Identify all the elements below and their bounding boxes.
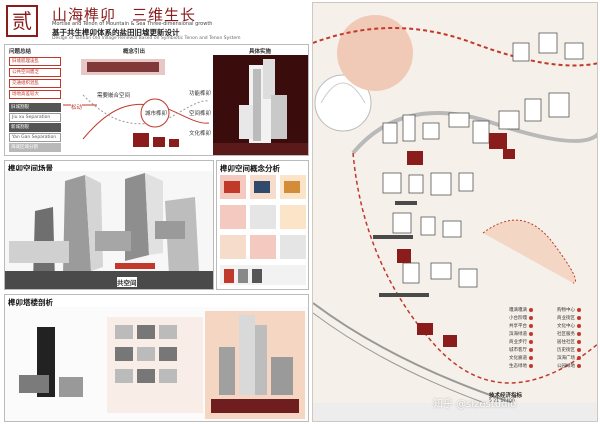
legend-label: 文化中心 [557, 324, 575, 329]
legend-left-4: 滨海绿道 [509, 331, 533, 337]
legend-label: 购物中心 [557, 308, 575, 313]
left-column: 贰 山海榫卯三维生长 Mortise and Tenon of Mountain… [4, 2, 309, 422]
site-plan-map [313, 3, 597, 421]
legend-label: 小台阶嘎 [509, 316, 527, 321]
legend-dot [529, 339, 533, 344]
legend-left-2: 小台阶嘎 [509, 315, 533, 321]
legend-label: 文化廊道 [509, 356, 527, 361]
separation-box: 旧城割裂 [9, 103, 61, 112]
separation-box: 新城割裂 [9, 123, 61, 132]
legend-label: 商业步行 [509, 340, 527, 345]
problem-box: 旧墟肌理凌乱 [9, 57, 61, 66]
legend-label: 城市客厅 [509, 348, 527, 353]
node-city-tenon: 城市榫卯 [145, 109, 168, 117]
subtitle-en: Mortise and Tenon of Mountain & Sea Thre… [52, 21, 213, 27]
legend-label: 商业街区 [557, 316, 575, 321]
legend-left-5: 商业步行 [509, 339, 533, 345]
legend-right-6: 历史街区 [557, 347, 581, 353]
col-header-concept: 概念引出 [123, 49, 146, 55]
master-plan: 嘎滴嘎滴 小台阶嘎 共享平台 滨海绿道 商业步行 城市客厅 文化廊道 生态绿地 … [312, 2, 598, 422]
concept-section: 问题总结 概念引出 具体实施 旧墟肌理凌乱 公共空间匮乏 交通组织混乱 场地高差… [4, 44, 309, 156]
title-main: 山海榫卯 [52, 6, 117, 24]
tower-section: 榫卯塔楼剖析 [4, 294, 309, 422]
legend-dot [529, 307, 533, 312]
scene-illustration [5, 171, 213, 289]
concept-diagram [63, 59, 210, 147]
node-loosen: 松动 [71, 103, 83, 111]
legend-dot [529, 355, 533, 360]
legend-dot [529, 331, 533, 336]
legend-right-3: 文化中心 [557, 323, 581, 329]
legend-label: 公园绿地 [557, 364, 575, 369]
legend-dot [577, 307, 581, 312]
legend-label: 居住社区 [557, 340, 575, 345]
issue-box: 海城区域分割 [9, 143, 61, 152]
legend-label: 滨海绿道 [509, 332, 527, 337]
legend-left-6: 城市客厅 [509, 347, 533, 353]
legend-label: 嘎滴嘎滴 [509, 308, 527, 313]
legend-left-7: 文化廊道 [509, 355, 533, 361]
legend-dot [577, 339, 581, 344]
node-culture-tenon: 文化榫卯 [189, 129, 212, 137]
legend-label: 生态绿地 [509, 364, 527, 369]
legend-right-2: 商业街区 [557, 315, 581, 321]
tower-diagrams [5, 307, 308, 421]
legend-dot [577, 315, 581, 320]
analysis-diagrams [220, 175, 306, 285]
subtitle-en2: Design of Yantian Old Village Renewal Ba… [52, 36, 241, 41]
legend-label: 历史街区 [557, 348, 575, 353]
col-header-problems: 问题总结 [9, 49, 32, 55]
legend-left-3: 共享平台 [509, 323, 533, 329]
legend-dot [577, 323, 581, 328]
tech-title: 技术经济指标 [489, 393, 523, 399]
legend-right-7: 滨海广场 [557, 355, 581, 361]
scene-caption: 共空间 [117, 277, 137, 287]
col-header-implementation: 具体实施 [249, 49, 272, 55]
problem-box: 公共空间匮乏 [9, 68, 61, 77]
subtitle-cn: 基于共生榫卯体系的盐田旧墟更新设计 [52, 28, 180, 37]
separation-en: Jiu xu Separation [9, 113, 61, 122]
node-space-tenon: 空间榫卯 [189, 109, 212, 117]
legend-dot [529, 347, 533, 352]
legend-right-4: 社区服务 [557, 331, 581, 337]
analysis-section: 榫卯空间概念分析 [216, 160, 309, 290]
implementation-panel [213, 55, 308, 155]
legend-dot [529, 323, 533, 328]
legend-left-1: 嘎滴嘎滴 [509, 307, 533, 313]
analysis-heading: 榫卯空间概念分析 [220, 164, 280, 173]
separation-en: Yan Gan Separation [9, 133, 61, 142]
legend-label: 共享平台 [509, 324, 527, 329]
legend-dot [577, 347, 581, 352]
legend-right-8: 公园绿地 [557, 363, 581, 369]
legend-dot [577, 331, 581, 336]
legend-dot [529, 363, 533, 368]
tower-illustration [213, 59, 308, 155]
title-main2: 三维生长 [132, 6, 197, 24]
watermark: 知乎 @sizestudio [433, 399, 517, 410]
tower-heading: 榫卯塔楼剖析 [8, 298, 53, 307]
title-block: 贰 山海榫卯三维生长 Mortise and Tenon of Mountain… [4, 2, 309, 42]
scene-section: 榫卯空间场景 共空间 [4, 160, 214, 290]
legend-dot [529, 315, 533, 320]
legend-label: 社区服务 [557, 332, 575, 337]
legend-dot [577, 363, 581, 368]
legend-left-8: 生态绿地 [509, 363, 533, 369]
legend-label: 滨海广场 [557, 356, 575, 361]
legend-dot [577, 355, 581, 360]
problem-box: 场地高差较大 [9, 90, 61, 99]
problem-box: 交通组织混乱 [9, 79, 61, 88]
page-title: 山海榫卯三维生长 [52, 4, 196, 25]
tech-values: 5.21 12400 [489, 399, 515, 404]
title-glyph: 贰 [6, 5, 38, 37]
node-need-space: 需要嵌合空间 [97, 91, 131, 99]
legend-right-1: 购物中心 [557, 307, 581, 313]
legend-right-5: 居住社区 [557, 339, 581, 345]
node-function-tenon: 功能榫卯 [189, 89, 212, 97]
scene-heading: 榫卯空间场景 [8, 164, 53, 173]
